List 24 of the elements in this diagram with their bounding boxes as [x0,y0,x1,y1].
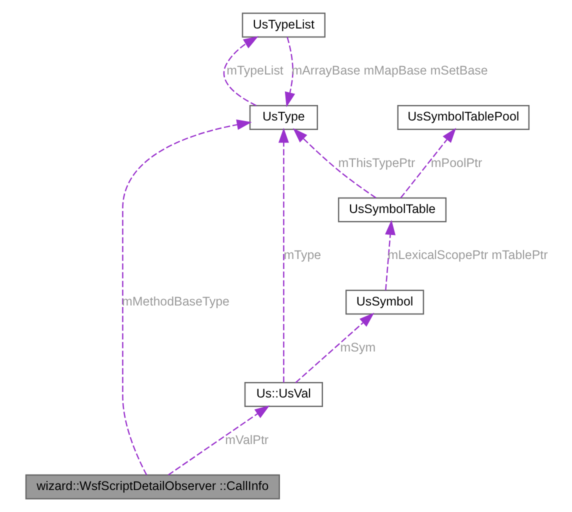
edge-label: mValPtr [224,432,268,447]
arrow [400,128,456,198]
node-box: UsSymbolTablePool [396,105,530,130]
edge-label: mArrayBase mMapBase mSetBase [291,63,488,78]
node-box: wizard::WsfScriptDetailObserver ::CallInfo [24,474,280,500]
edge-label: mTypeList [226,63,283,78]
edge-label: mPoolPtr [430,156,482,170]
arrow [292,128,376,198]
node-box: UsSymbol [344,290,424,315]
node-box: UsType [248,105,318,130]
edge-label: mSym [340,340,376,354]
node-box: UsSymbolTable [337,197,446,222]
node-box: Us::UsVal [244,382,322,407]
arrow [278,128,288,383]
edge-label: mThisTypePtr [338,156,415,170]
arrow [167,405,270,476]
node-box: UsTypeList [241,12,325,38]
edge-label: mType [283,248,321,262]
arrow [284,36,295,108]
arrow [222,36,258,106]
arrow [122,120,252,476]
arrow [294,312,374,384]
edge-label: mLexicalScopePtr mTablePtr [387,248,548,262]
arrow [384,220,396,290]
